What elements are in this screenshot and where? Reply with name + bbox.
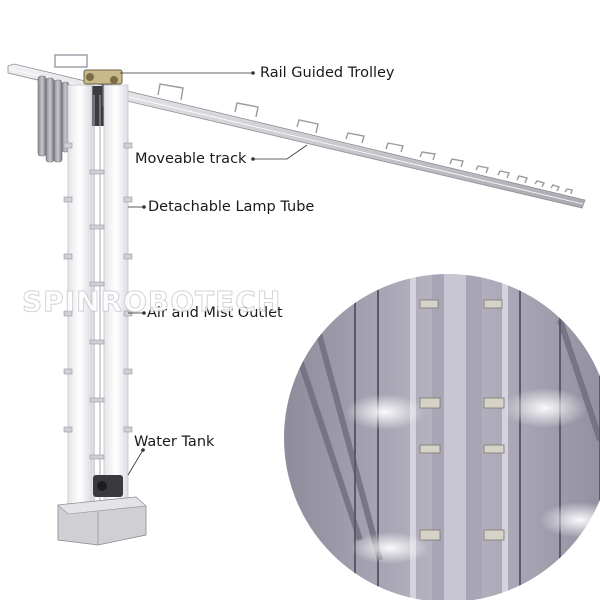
watermark: SPINROBOTECH: [21, 285, 282, 319]
lamp-tubes: [63, 84, 133, 508]
mist-outlet-detail-photo: [283, 273, 600, 603]
label-rail-guided-trolley: Rail Guided Trolley: [260, 65, 395, 81]
hanging-panels: [37, 75, 70, 163]
label-water-tank: Water Tank: [134, 434, 215, 450]
label-air-and-mist-outlet: Air and Mist Outlet: [147, 305, 283, 321]
label-moveable-track: Moveable track: [135, 151, 247, 167]
label-detachable-lamp-tube: Detachable Lamp Tube: [148, 199, 315, 215]
water-tank: [57, 475, 147, 546]
leader-lines: [120, 72, 308, 476]
moveable-track: [7, 63, 586, 209]
